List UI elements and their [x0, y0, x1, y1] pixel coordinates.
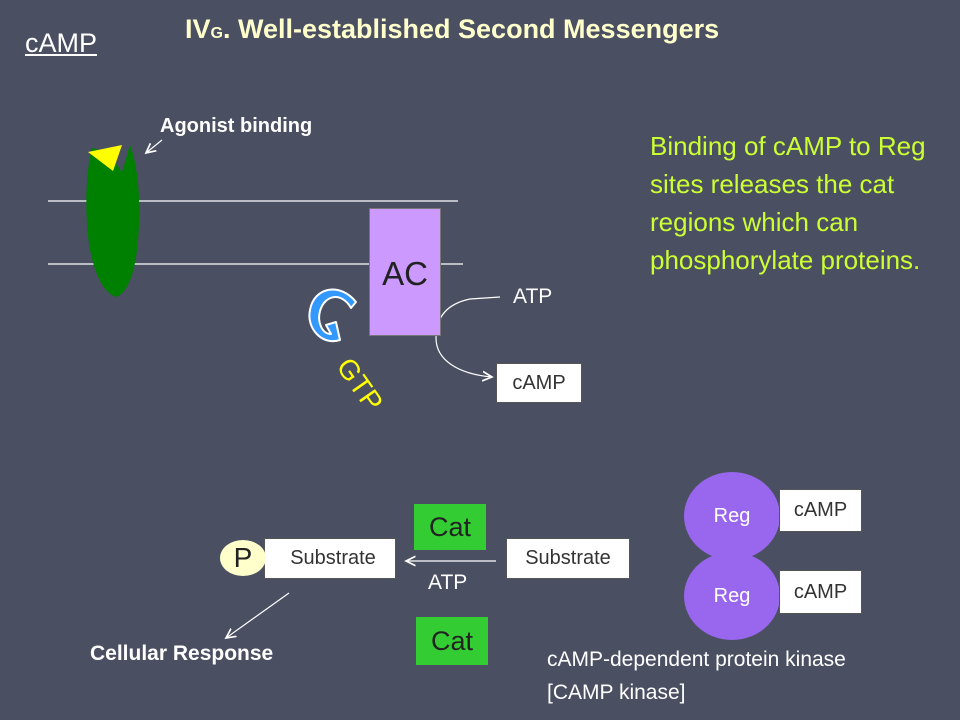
- reg-circle-top: Reg: [684, 472, 780, 560]
- cat-box-bottom: Cat: [416, 617, 488, 665]
- agonist-arrow: [146, 139, 163, 153]
- cellular-response-label: Cellular Response: [90, 642, 274, 665]
- topic-heading: cAMP: [25, 28, 98, 58]
- reg-circle-bottom: Reg: [684, 552, 780, 640]
- cellular-response-arrow: [226, 592, 290, 638]
- kinase-caption-line2: [CAMP kinase]: [547, 681, 686, 704]
- substrate-box-left: Substrate: [264, 538, 396, 579]
- camp-reg-box-top: cAMP: [779, 489, 862, 532]
- kinase-caption: cAMP-dependent protein kinase [CAMP kina…: [547, 643, 846, 709]
- adenylyl-cyclase: AC: [369, 208, 441, 336]
- kinase-caption-line1: cAMP-dependent protein kinase: [547, 648, 846, 671]
- camp-reg-box-bottom: cAMP: [779, 570, 862, 614]
- atp-label-mid: ATP: [428, 571, 468, 594]
- substrate-box-right: Substrate: [506, 538, 630, 579]
- agonist-binding-label: Agonist binding: [160, 115, 313, 137]
- phosphate-circle: P: [220, 540, 266, 576]
- atp-label-top: ATP: [513, 285, 553, 308]
- ac-label: AC: [382, 255, 428, 292]
- camp-box: cAMP: [496, 363, 582, 403]
- slide-title: IVG. Well-established Second Messengers: [185, 14, 720, 44]
- g-protein-icon: [308, 288, 357, 343]
- atp-camp-arrow: [435, 296, 501, 377]
- cat-box-top: Cat: [414, 504, 486, 550]
- agonist-shape: [88, 145, 122, 171]
- receptor-shape: [86, 145, 140, 297]
- explanation-text: Binding of cAMP to Reg sites releases th…: [650, 131, 926, 275]
